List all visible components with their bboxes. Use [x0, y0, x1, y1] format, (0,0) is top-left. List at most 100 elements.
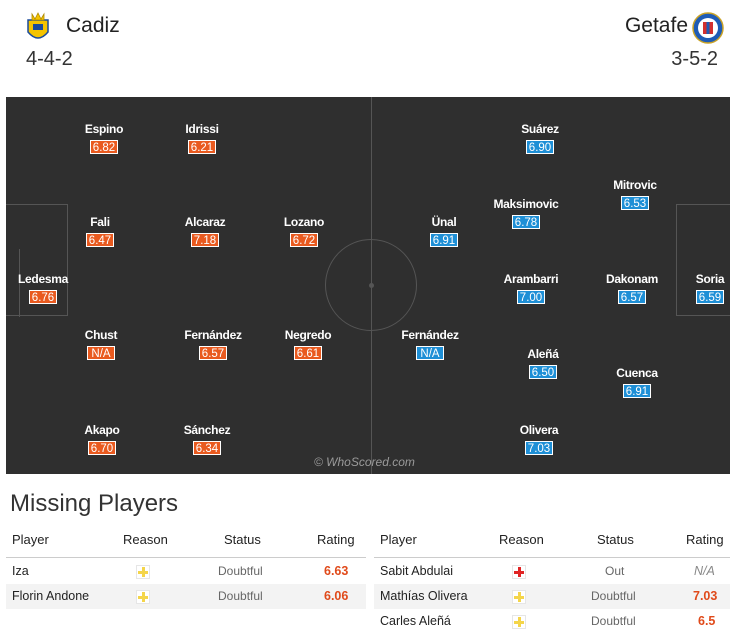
player-rating: N/A [416, 346, 444, 360]
home-player[interactable]: Fernández 6.57 [173, 328, 253, 362]
player-name: Cuenca [616, 366, 658, 380]
home-team-name[interactable]: Cadiz [66, 14, 120, 37]
away-player[interactable]: Soria 6.59 [670, 272, 730, 306]
header-divider [6, 557, 366, 558]
match-header: Cadiz 4-4-2 Getafe 3-5-2 [0, 0, 730, 96]
table-row[interactable]: Florin Andone Doubtful 6.06 [6, 584, 366, 609]
table-row[interactable]: Carles Aleñá Doubtful 6.5 [374, 609, 730, 634]
home-player[interactable]: Negredo 6.61 [268, 328, 348, 362]
away-player[interactable]: Dakonam 6.57 [592, 272, 672, 306]
home-player[interactable]: Ledesma 6.76 [6, 272, 83, 306]
missing-status: Out [605, 564, 625, 578]
player-rating: 6.57 [617, 290, 647, 304]
header-rating: Rating [686, 532, 724, 547]
missing-rating: N/A [694, 564, 715, 578]
home-player[interactable]: Akapo 6.70 [62, 423, 142, 457]
cadiz-crest-icon [27, 12, 49, 39]
header-rating: Rating [317, 532, 355, 547]
player-name: Sánchez [183, 423, 231, 437]
home-player[interactable]: Alcaraz 7.18 [165, 215, 245, 249]
player-name: Fernández [401, 328, 459, 342]
player-rating: 6.21 [187, 140, 217, 154]
header-status: Status [224, 532, 261, 547]
table-header: Player Reason Status Rating [6, 527, 366, 552]
player-rating: 6.70 [87, 441, 117, 455]
player-rating: 6.50 [528, 365, 558, 379]
missing-player-name[interactable]: Sabit Abdulai [380, 564, 453, 578]
missing-player-name[interactable]: Mathías Olivera [380, 589, 468, 603]
watermark: © WhoScored.com [314, 455, 415, 469]
player-rating: N/A [87, 346, 115, 360]
home-player[interactable]: Idrissi 6.21 [162, 122, 242, 156]
player-name: Suárez [521, 122, 559, 136]
player-name: Idrissi [185, 122, 219, 136]
home-player[interactable]: Chust N/A [61, 328, 141, 362]
doubtful-icon [512, 615, 526, 629]
missing-rating: 6.5 [698, 614, 716, 628]
doubtful-icon [136, 590, 150, 604]
getafe-crest-icon [692, 12, 724, 44]
right-penalty-box [676, 204, 730, 316]
player-name: Fernández [184, 328, 242, 342]
missing-status: Doubtful [591, 589, 636, 603]
player-rating: 6.59 [695, 290, 725, 304]
away-player[interactable]: Olivera 7.03 [499, 423, 579, 457]
home-player[interactable]: Espino 6.82 [64, 122, 144, 156]
center-circle [325, 239, 417, 331]
doubtful-icon [136, 565, 150, 579]
player-name: Dakonam [606, 272, 658, 286]
away-player[interactable]: Mitrovic 6.53 [595, 178, 675, 212]
table-row[interactable]: Iza Doubtful 6.63 [6, 559, 366, 584]
player-rating: 6.91 [429, 233, 459, 247]
player-rating: 6.78 [511, 215, 541, 229]
home-player[interactable]: Fali 6.47 [60, 215, 140, 249]
player-name: Negredo [284, 328, 332, 342]
missing-player-name[interactable]: Florin Andone [12, 589, 90, 603]
home-player[interactable]: Sánchez 6.34 [167, 423, 247, 457]
missing-status: Doubtful [218, 564, 263, 578]
player-name: Chust [84, 328, 118, 342]
missing-status: Doubtful [218, 589, 263, 603]
player-rating: 6.76 [28, 290, 58, 304]
player-rating: 6.61 [293, 346, 323, 360]
player-rating: 6.57 [198, 346, 228, 360]
player-name: Espino [84, 122, 124, 136]
player-name: Ünal [431, 215, 457, 229]
player-rating: 6.72 [289, 233, 319, 247]
player-rating: 6.53 [620, 196, 650, 210]
player-name: Ledesma [18, 272, 68, 286]
table-row[interactable]: Mathías Olivera Doubtful 7.03 [374, 584, 730, 609]
home-player[interactable]: Lozano 6.72 [264, 215, 344, 249]
player-rating: 6.82 [89, 140, 119, 154]
player-name: Arambarri [503, 272, 559, 286]
header-status: Status [597, 532, 634, 547]
away-player[interactable]: Suárez 6.90 [500, 122, 580, 156]
missing-player-name[interactable]: Iza [12, 564, 29, 578]
player-rating: 6.47 [85, 233, 115, 247]
missing-rating: 7.03 [693, 589, 718, 603]
header-player: Player [380, 532, 417, 547]
player-rating: 7.18 [190, 233, 220, 247]
away-player[interactable]: Cuenca 6.91 [597, 366, 677, 400]
left-goal-box [6, 249, 20, 317]
away-player[interactable]: Arambarri 7.00 [491, 272, 571, 306]
away-player[interactable]: Ünal 6.91 [404, 215, 484, 249]
header-player: Player [12, 532, 49, 547]
away-player[interactable]: Aleñá 6.50 [503, 347, 583, 381]
center-spot [369, 283, 374, 288]
header-reason: Reason [499, 532, 544, 547]
missing-player-name[interactable]: Carles Aleñá [380, 614, 451, 628]
missing-rating: 6.06 [324, 589, 349, 603]
injury-icon [512, 565, 526, 579]
away-team-name[interactable]: Getafe [624, 14, 688, 37]
player-name: Aleñá [527, 347, 559, 361]
away-player[interactable]: Maksimovic 6.78 [486, 197, 566, 231]
away-formation: 3-5-2 [671, 48, 718, 70]
home-formation: 4-4-2 [26, 48, 73, 70]
player-name: Soria [695, 272, 725, 286]
away-player[interactable]: Fernández N/A [390, 328, 470, 362]
player-name: Mitrovic [613, 178, 657, 192]
player-rating: 6.90 [525, 140, 555, 154]
table-row[interactable]: Sabit Abdulai Out N/A [374, 559, 730, 584]
header-reason: Reason [123, 532, 168, 547]
